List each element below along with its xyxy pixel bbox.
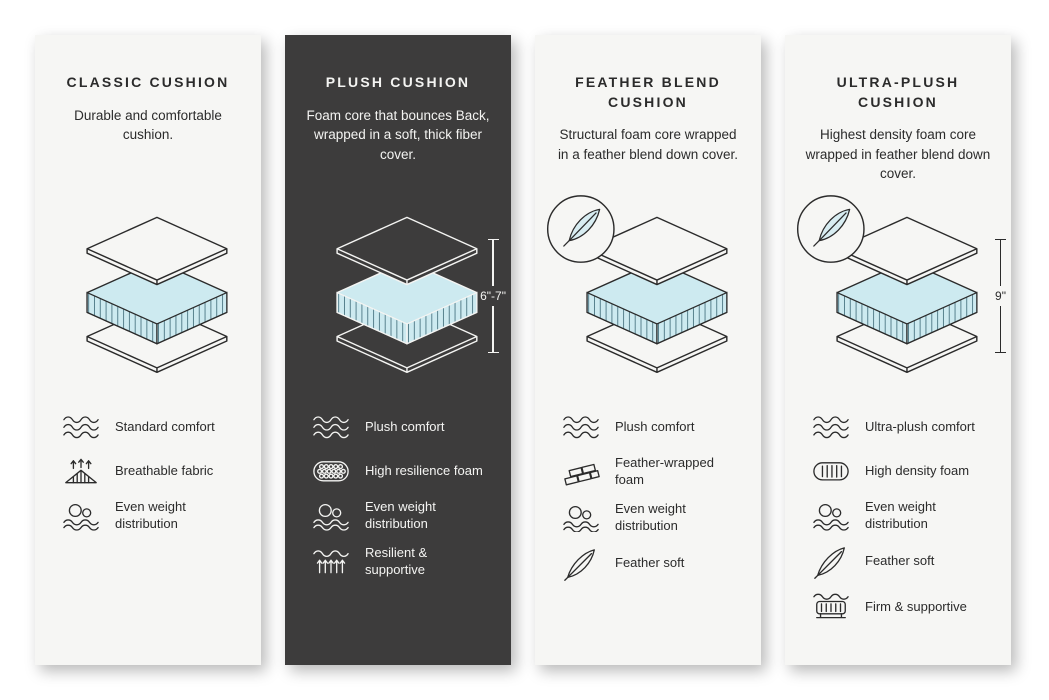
mattress-layers-diagram bbox=[86, 216, 228, 374]
feature-label: Even weight distribution bbox=[365, 499, 436, 531]
feature-label: Plush comfort bbox=[365, 418, 445, 434]
card-title: CLASSIC CUSHION bbox=[66, 74, 230, 90]
measurement-line bbox=[999, 306, 1002, 352]
card-description: Durable and comfortable cushion. bbox=[74, 107, 222, 143]
waves-icon bbox=[811, 414, 851, 441]
feather-badge-icon bbox=[796, 195, 865, 263]
waves-icon bbox=[61, 414, 101, 441]
card-title: PLUSH CUSHION bbox=[325, 74, 471, 90]
measurement-line bbox=[999, 240, 1002, 286]
honeycomb-icon bbox=[311, 459, 351, 484]
card-ultra-plush-cushion: ULTRA-PLUSH CUSHION Highest density foam… bbox=[785, 35, 1011, 665]
waves-icon bbox=[561, 414, 601, 441]
feature-row: Breathable fabric bbox=[61, 455, 251, 487]
feature-label: Feather soft bbox=[615, 555, 685, 571]
feature-row: Standard comfort bbox=[61, 411, 251, 443]
mattress-layers-diagram bbox=[546, 195, 728, 374]
card-title: ULTRA-PLUSH CUSHION bbox=[836, 74, 960, 110]
mattress-layers-diagram bbox=[336, 216, 478, 374]
feature-label: Firm & supportive bbox=[865, 598, 967, 614]
card-description: Structural foam core wrapped in a feathe… bbox=[557, 127, 739, 162]
feature-label: High density foam bbox=[865, 462, 970, 478]
feature-label: Even weight distribution bbox=[615, 500, 686, 533]
feature-label: Resilient & supportive bbox=[365, 544, 428, 577]
bricks-icon bbox=[561, 457, 601, 487]
feature-row: Firm & supportive bbox=[811, 591, 1001, 623]
feature-row: Even weight distribution bbox=[311, 499, 501, 533]
feature-row: Even weight distribution bbox=[561, 501, 751, 535]
feature-label: Breathable fabric bbox=[115, 462, 214, 478]
card-header: CLASSIC CUSHION Durable and comfortable … bbox=[35, 35, 261, 189]
cushion-illustration bbox=[535, 193, 761, 389]
firm-icon bbox=[811, 592, 851, 622]
cushion-illustration bbox=[35, 193, 261, 389]
feature-label: Ultra-plush comfort bbox=[865, 418, 975, 434]
card-plush-cushion: PLUSH CUSHION Foam core that bounces Bac… bbox=[285, 35, 511, 665]
weight-distribution-icon bbox=[61, 501, 101, 531]
weight-distribution-icon bbox=[311, 501, 351, 531]
card-header: PLUSH CUSHION Foam core that bounces Bac… bbox=[285, 35, 511, 189]
feature-list: Plush comfort Feather-wrapped foam bbox=[535, 389, 761, 581]
card-title: FEATHER BLEND CUSHION bbox=[575, 74, 721, 110]
feature-row: Even weight distribution bbox=[811, 499, 1001, 533]
feature-label: Standard comfort bbox=[115, 418, 215, 434]
cushion-illustration: 6"-7" bbox=[285, 193, 511, 389]
measurement-cap bbox=[487, 239, 499, 241]
feature-row: Plush comfort bbox=[311, 411, 501, 443]
cushion-illustration: 9" bbox=[785, 193, 1011, 389]
feature-row: Even weight distribution bbox=[61, 499, 251, 533]
feather-icon bbox=[811, 545, 851, 579]
feature-label: Even weight distribution bbox=[115, 499, 186, 531]
measurement-cap bbox=[995, 239, 1006, 241]
measurement-cap bbox=[995, 351, 1006, 353]
feature-row: Resilient & supportive bbox=[311, 545, 501, 579]
card-header: FEATHER BLEND CUSHION Structural foam co… bbox=[535, 35, 761, 189]
waves-icon bbox=[311, 414, 351, 441]
feature-list: Standard comfort Breathable fabric bbox=[35, 389, 261, 533]
feature-row: Feather soft bbox=[811, 545, 1001, 579]
feature-row: High density foam bbox=[811, 455, 1001, 487]
mattress-layers-diagram bbox=[796, 195, 978, 374]
weight-distribution-icon bbox=[561, 503, 601, 533]
feature-row: Feather-wrapped foam bbox=[561, 455, 751, 489]
card-description: Foam core that bounces Back, wrapped in … bbox=[306, 107, 490, 162]
card-feather-blend-cushion: FEATHER BLEND CUSHION Structural foam co… bbox=[535, 35, 761, 665]
measurement-line bbox=[492, 240, 494, 286]
height-measurement: 9" bbox=[995, 239, 1006, 353]
feature-list: Ultra-plush comfort High density foam bbox=[785, 389, 1011, 623]
measurement-cap bbox=[487, 351, 499, 353]
feature-row: Ultra-plush comfort bbox=[811, 411, 1001, 443]
feature-row: Plush comfort bbox=[561, 411, 751, 443]
feature-label: Feather soft bbox=[865, 553, 935, 569]
feature-list: Plush comfort High resilience foam bbox=[285, 389, 511, 579]
breathable-icon bbox=[61, 457, 101, 486]
weight-distribution-icon bbox=[811, 501, 851, 531]
card-classic-cushion: CLASSIC CUSHION Durable and comfortable … bbox=[35, 35, 261, 665]
feature-row: Feather soft bbox=[561, 547, 751, 581]
feature-label: High resilience foam bbox=[365, 462, 483, 478]
feature-label: Feather-wrapped foam bbox=[615, 455, 714, 487]
card-description: Highest density foam core wrapped in fea… bbox=[805, 127, 991, 182]
feature-label: Even weight distribution bbox=[865, 499, 936, 531]
feature-row: High resilience foam bbox=[311, 455, 501, 487]
feather-badge-icon bbox=[546, 195, 615, 263]
feather-icon bbox=[561, 547, 601, 581]
feature-label: Plush comfort bbox=[615, 418, 695, 434]
hd-foam-icon bbox=[811, 459, 851, 484]
measurement-label: 9" bbox=[995, 289, 1006, 303]
measurement-label: 6"-7" bbox=[480, 289, 506, 303]
measurement-line bbox=[492, 306, 494, 352]
height-measurement: 6"-7" bbox=[480, 239, 506, 353]
card-header: ULTRA-PLUSH CUSHION Highest density foam… bbox=[785, 35, 1011, 189]
springs-icon bbox=[311, 547, 351, 576]
